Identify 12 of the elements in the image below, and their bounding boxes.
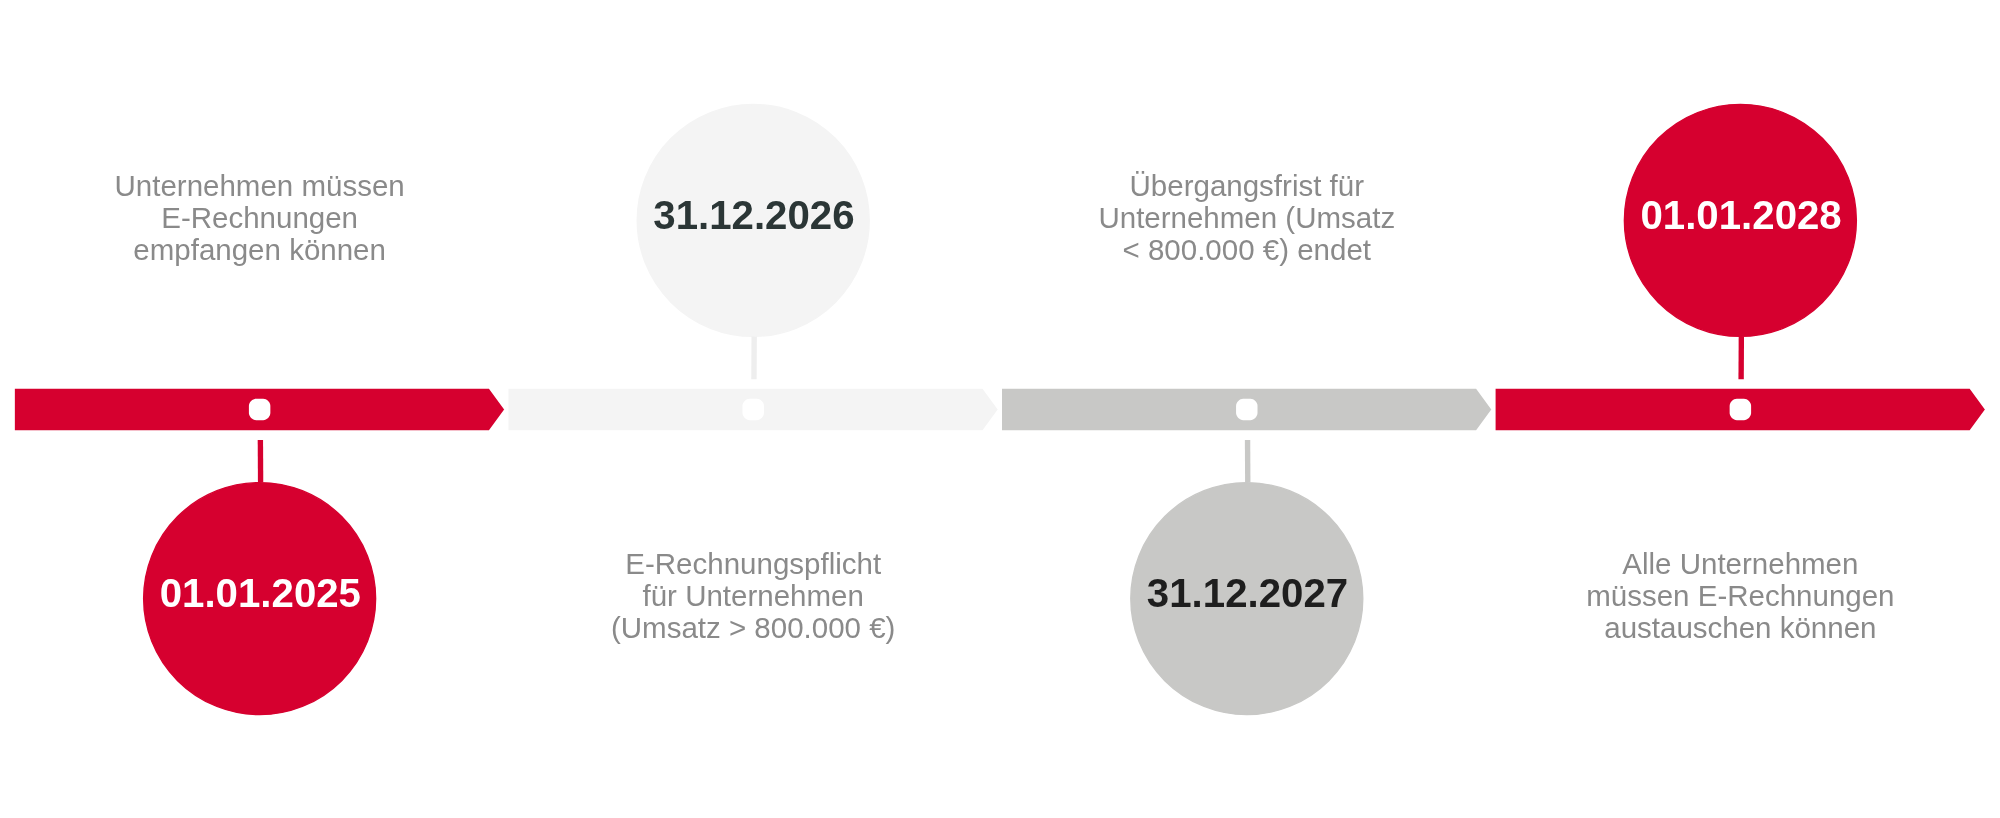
node-circle: 01.01.2028: [1623, 103, 1858, 337]
node-bar: [999, 385, 1495, 433]
label: E-Rechnungspflicht für Unternehmen (Umsatz > 800.000 €): [610, 546, 896, 644]
connector: [1738, 336, 1745, 379]
label: Alle Unternehmen müssen E-Rechnungen austauschen können: [1586, 546, 1895, 644]
label: Übergangsfrist für Unternehmen (Umsatz < 800.000 €) endet: [1098, 168, 1396, 266]
node-circle: 01.01.2025: [142, 481, 377, 715]
node-bar: [12, 385, 508, 433]
connector: [257, 439, 264, 482]
node-circle: 31.12.2027: [1130, 481, 1364, 715]
connector: [1244, 439, 1251, 482]
label: Unternehmen müssen E-Rechnungen empfangen können: [114, 168, 405, 266]
